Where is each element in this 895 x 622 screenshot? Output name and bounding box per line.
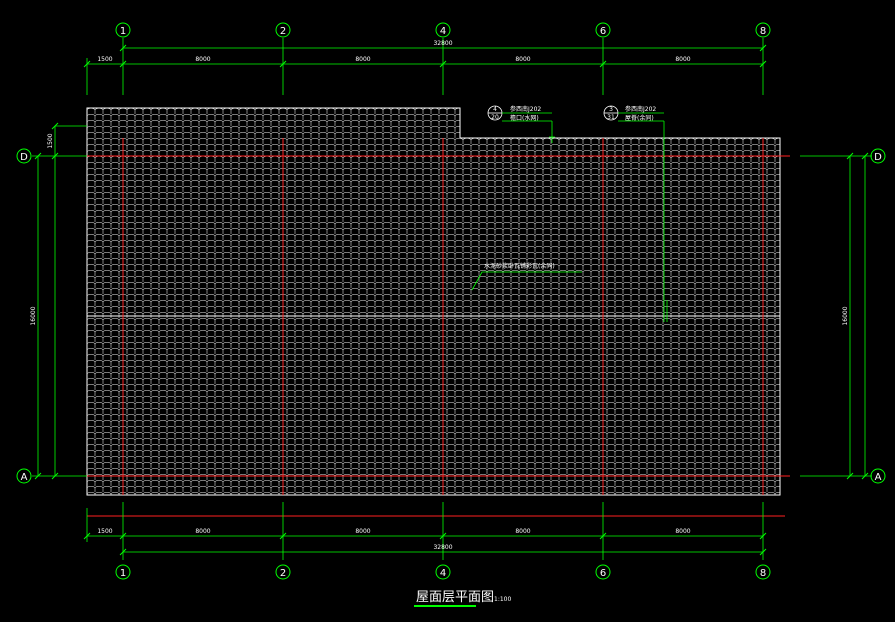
detail-line2-ridge: 屋脊(余同)	[625, 114, 654, 122]
axis-bubble-top-1	[115, 22, 131, 38]
axis-bubble-top-2	[275, 22, 291, 38]
dim-top-seg-5: 8000	[675, 56, 690, 63]
drawing-title-block: 屋面层平面图 1:100	[414, 590, 511, 607]
tile-note-callout: 水泥砂浆卧瓦铺彩瓦(余同)	[471, 262, 582, 291]
dim-left-offset: 1500	[47, 133, 54, 148]
dim-bottom-seg-1: 1500	[97, 528, 112, 535]
axis-label-bottom-6: 6	[600, 568, 606, 579]
axis-label-right-D: D	[874, 152, 882, 163]
axis-bubble-right-A	[870, 468, 886, 484]
detail-callout-eave: 4 20 参西南J202 檐口(水网)	[487, 105, 555, 143]
dim-bottom-overall: 32800	[433, 544, 452, 551]
drawing-title: 屋面层平面图	[416, 590, 494, 605]
axis-label-top-1: 1	[120, 26, 126, 37]
dim-right-overall: 16000	[842, 306, 849, 325]
dim-top-overall: 32800	[433, 40, 452, 47]
detail-line1-ridge: 参西南J202	[625, 105, 656, 113]
dim-top-seg-1: 1500	[97, 56, 112, 63]
dimension-ticks	[34, 44, 869, 556]
axis-bubble-bottom-8	[755, 564, 771, 580]
axis-lines	[87, 138, 790, 517]
dim-bottom-seg-5: 8000	[675, 528, 690, 535]
dim-bottom-seg-4: 8000	[515, 528, 530, 535]
dim-bottom-seg-2: 8000	[195, 528, 210, 535]
detail-no-ridge: 3	[609, 106, 613, 113]
axis-label-left-D: D	[20, 152, 28, 163]
axis-bubble-top-6	[595, 22, 611, 38]
dim-top-seg-2: 8000	[195, 56, 210, 63]
detail-line1-eave: 参西南J202	[510, 105, 541, 113]
detail-line2-eave: 檐口(水网)	[510, 114, 539, 122]
dimension-texts: 32800 1500 8000 8000 8000 8000 1500 8000…	[30, 40, 849, 551]
dim-top-seg-3: 8000	[355, 56, 370, 63]
axis-bubble-left-A	[16, 468, 32, 484]
detail-sheet-eave: 20	[491, 114, 499, 121]
axis-label-bottom-4: 4	[440, 568, 446, 579]
axis-label-top-6: 6	[600, 26, 606, 37]
axis-bubble-labels: 1 2 4 6 8 1 2 4 6 8 D A D A	[20, 26, 882, 579]
axis-label-left-A: A	[21, 472, 28, 483]
axis-bubbles	[16, 22, 886, 580]
roof-tile-area	[86, 107, 781, 496]
detail-sheet-ridge: 31	[607, 114, 615, 121]
axis-label-top-4: 4	[440, 26, 446, 37]
tile-note-text: 水泥砂浆卧瓦铺彩瓦(余同)	[484, 262, 555, 270]
dim-left-overall: 16000	[30, 306, 37, 325]
axis-label-top-8: 8	[760, 26, 766, 37]
axis-bubble-left-D	[16, 148, 32, 164]
axis-label-bottom-8: 8	[760, 568, 766, 579]
axis-bubble-bottom-6	[595, 564, 611, 580]
detail-no-eave: 4	[493, 106, 497, 113]
axis-bubble-top-8	[755, 22, 771, 38]
axis-label-top-2: 2	[280, 26, 286, 37]
axis-bubble-right-D	[870, 148, 886, 164]
axis-bubble-top-4	[435, 22, 451, 38]
dim-top-seg-4: 8000	[515, 56, 530, 63]
detail-callout-ridge: 3 31 参西南J202 屋脊(余同)	[603, 105, 668, 322]
axis-bubble-bottom-1	[115, 564, 131, 580]
axis-label-bottom-1: 1	[120, 568, 126, 579]
dim-bottom-seg-3: 8000	[355, 528, 370, 535]
axis-bubble-bottom-2	[275, 564, 291, 580]
axis-label-right-A: A	[875, 472, 882, 483]
axis-bubble-bottom-4	[435, 564, 451, 580]
axis-label-bottom-2: 2	[280, 568, 286, 579]
drawing-scale: 1:100	[494, 596, 511, 603]
